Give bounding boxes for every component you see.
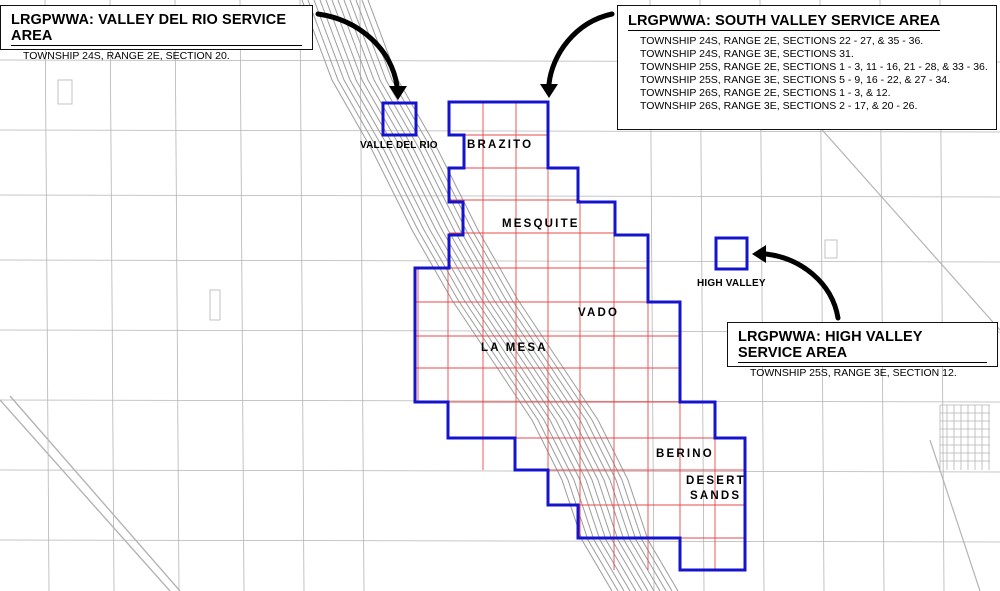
highway — [0, 399, 171, 591]
parcel — [209, 289, 221, 321]
river-channel — [355, 0, 667, 591]
callout-line: TOWNSHIP 25S, RANGE 3E, SECTIONS 5 - 9, … — [640, 74, 951, 86]
callout-line: TOWNSHIP 26S, RANGE 2E, SECTIONS 1 - 3, … — [640, 87, 891, 99]
callout-line: TOWNSHIP 26S, RANGE 3E, SECTIONS 2 - 17,… — [640, 100, 918, 112]
arrow-head — [540, 84, 558, 98]
callout-line: TOWNSHIP 25S, RANGE 2E, SECTIONS 1 - 3, … — [640, 61, 988, 73]
road — [0, 129, 1000, 133]
section-grid — [415, 102, 745, 570]
arrow-shaft — [546, 11, 615, 87]
callout-title: LRGPWWA: SOUTH VALLEY SERVICE AREA — [628, 13, 941, 31]
callout-line: TOWNSHIP 24S, RANGE 3E, SECTIONS 31. — [640, 48, 854, 60]
place-label-desert: DESERT — [686, 475, 746, 487]
place-label-valle-del-rio: VALLE DEL RIO — [360, 140, 438, 151]
callout-line: TOWNSHIP 24S, RANGE 2E, SECTION 20. — [23, 50, 230, 62]
river-channel — [367, 0, 679, 591]
callout-line: TOWNSHIP 24S, RANGE 2E, SECTIONS 22 - 27… — [640, 35, 924, 47]
valley-del-rio-arrow — [315, 11, 407, 100]
callout-valley-del-rio: LRGPWWA: VALLEY DEL RIO SERVICE AREA TOW… — [0, 5, 313, 62]
callout-arrows — [315, 11, 841, 321]
callout-title: LRGPWWA: HIGH VALLEY SERVICE AREA — [738, 329, 987, 363]
road — [44, 0, 50, 591]
arrow-shaft — [315, 11, 400, 89]
road — [109, 0, 115, 591]
road — [0, 194, 1000, 198]
highway — [929, 439, 981, 591]
valle-del-rio-boundary — [381, 101, 418, 137]
river-channel — [319, 0, 631, 591]
river-channel — [325, 0, 637, 591]
place-label-vado: VADO — [578, 307, 620, 319]
callout-high-valley: LRGPWWA: HIGH VALLEY SERVICE AREA TOWNSH… — [727, 322, 998, 379]
river-channel — [349, 0, 661, 591]
road — [299, 0, 305, 591]
callout-line: TOWNSHIP 25S, RANGE 3E, SECTION 12. — [750, 367, 957, 379]
place-label-berino: BERINO — [656, 448, 714, 460]
place-label-sands: SANDS — [690, 490, 742, 502]
arrow-head — [389, 86, 407, 100]
high-valley-arrow — [752, 245, 841, 321]
callout-south-valley: LRGPWWA: SOUTH VALLEY SERVICE AREA TOWNS… — [617, 5, 997, 130]
arrow-head — [752, 245, 766, 263]
river-channel — [313, 0, 625, 591]
road — [0, 539, 1000, 543]
parcel — [57, 79, 73, 105]
river-channel — [301, 0, 613, 591]
service-area-boundaries — [381, 100, 749, 572]
place-label-la-mesa: LA MESA — [481, 342, 548, 354]
south-valley-boundary — [413, 100, 747, 572]
high-valley-boundary — [714, 236, 749, 271]
road — [0, 469, 1000, 473]
road — [174, 0, 180, 591]
river-channel — [337, 0, 649, 591]
south-valley-arrow — [540, 11, 615, 98]
highway — [9, 395, 181, 591]
place-label-high-valley: HIGH VALLEY — [697, 278, 766, 289]
road — [0, 259, 1000, 263]
arrow-shaft — [763, 251, 841, 321]
road — [239, 0, 245, 591]
parcel — [824, 239, 838, 259]
river-channel — [361, 0, 673, 591]
place-label-mesquite: MESQUITE — [502, 218, 580, 230]
callout-title: LRGPWWA: VALLEY DEL RIO SERVICE AREA — [11, 12, 302, 46]
place-label-brazito: BRAZITO — [467, 139, 534, 151]
road — [0, 399, 1000, 403]
